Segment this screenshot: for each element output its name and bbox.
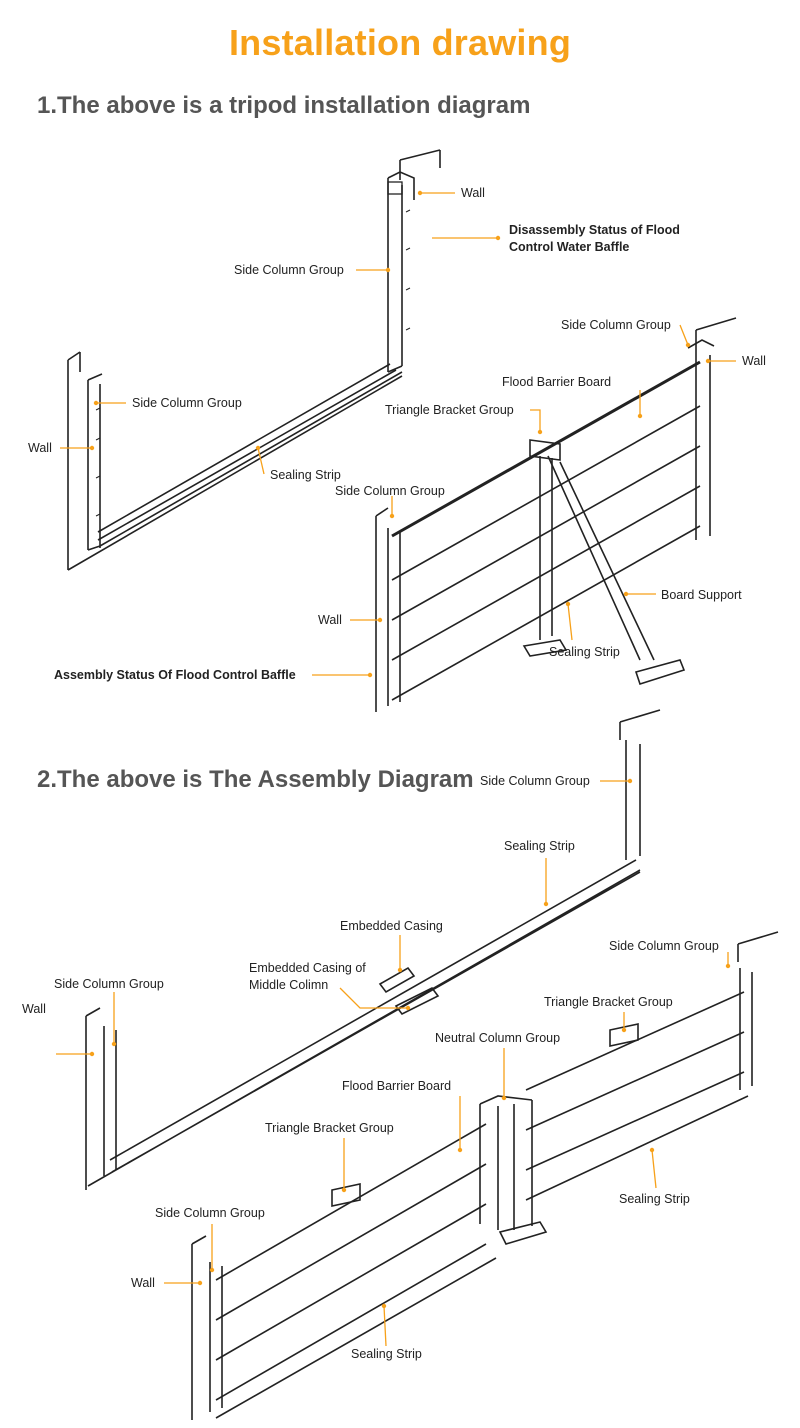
label-side-column-right: Side Column Group (609, 939, 719, 953)
label-wall-bottom-2: Wall (131, 1276, 155, 1290)
assembly-illustration (85, 709, 779, 1420)
label-sealing-strip-right: Sealing Strip (619, 1192, 690, 1206)
label-flood-barrier-board-2: Flood Barrier Board (342, 1079, 452, 1093)
label-wall-right: Wall (742, 354, 766, 368)
label-side-column-d: Side Column Group (335, 484, 445, 498)
label-side-column-b: Side Column Group (132, 396, 242, 410)
label-board-support: Board Support (661, 588, 742, 602)
label-embedded-casing-middle: Embedded Casing of Middle Colimn (249, 961, 366, 992)
label-sealing-strip-bottom: Sealing Strip (351, 1347, 422, 1361)
label-side-column-c: Side Column Group (561, 318, 671, 332)
label-assembly-status: Assembly Status Of Flood Control Baffle (54, 668, 296, 682)
label-flood-barrier-board: Flood Barrier Board (502, 375, 612, 389)
label-embedded-casing: Embedded Casing (340, 919, 443, 933)
label-side-column-a: Side Column Group (234, 263, 344, 277)
disassembly-illustration (67, 149, 441, 571)
label-sealing-strip-b: Sealing Strip (549, 645, 620, 659)
section-heading-assembly: 2.The above is The Assembly Diagram (37, 766, 474, 793)
section-heading-tripod: 1.The above is a tripod installation dia… (37, 92, 531, 119)
label-wall-left: Wall (28, 441, 52, 455)
label-sealing-strip-a: Sealing Strip (270, 468, 341, 482)
tripod-assembly-illustration (375, 317, 737, 712)
label-wall-bottom: Wall (318, 613, 342, 627)
label-disassembly-status: Disassembly Status of Flood Control Wate… (509, 223, 680, 254)
label-triangle-bracket-left: Triangle Bracket Group (265, 1121, 394, 1135)
label-wall-left-2: Wall (22, 1002, 46, 1016)
label-side-column-top: Side Column Group (480, 774, 590, 788)
label-wall-top: Wall (461, 186, 485, 200)
label-side-column-left: Side Column Group (54, 977, 164, 991)
page-title: Installation drawing (228, 22, 572, 63)
label-sealing-strip-top: Sealing Strip (504, 839, 575, 853)
label-triangle-bracket-right: Triangle Bracket Group (544, 995, 673, 1009)
label-triangle-bracket: Triangle Bracket Group (385, 403, 514, 417)
label-leaders (56, 190, 736, 1347)
label-neutral-column: Neutral Column Group (435, 1031, 561, 1045)
label-side-column-bottom: Side Column Group (155, 1206, 265, 1220)
